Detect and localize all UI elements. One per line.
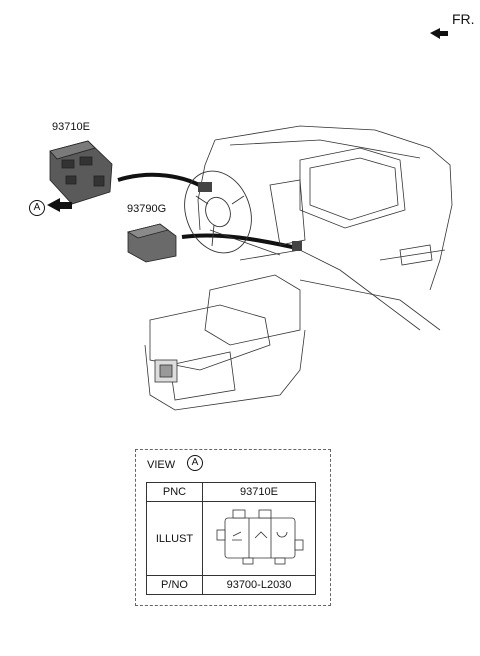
leader-93710e: [117, 172, 210, 192]
illust-cell: [202, 501, 316, 576]
installed-switch-center: [292, 241, 302, 251]
pnc-header: PNC: [146, 482, 203, 502]
pno-header: P/NO: [146, 575, 203, 595]
illust-header: ILLUST: [146, 501, 203, 576]
steering-wheel: [184, 170, 252, 254]
view-circle: A: [187, 455, 203, 471]
callout-a-circle: A: [29, 200, 45, 216]
front-label: FR.: [452, 11, 475, 27]
part-label-93710e: 93710E: [52, 121, 90, 133]
pno-value: 93700-L2030: [202, 575, 316, 595]
switch-93790g-part: [126, 223, 177, 263]
switch-93710e-part: [49, 140, 113, 205]
parts-table: PNC 93710E ILLUST: [146, 482, 316, 595]
switch-illustration: [216, 509, 304, 565]
installed-switch-left: [198, 182, 212, 192]
view-title: VIEW: [147, 459, 176, 471]
center-vents: [154, 359, 178, 383]
pnc-value: 93710E: [202, 482, 316, 502]
dashboard-outline: [144, 125, 453, 411]
view-a-panel: VIEW A PNC 93710E ILLUST: [135, 449, 331, 606]
view-a-arrow-icon: [47, 198, 72, 212]
front-arrow-icon: [430, 28, 448, 39]
part-label-93790g: 93790G: [127, 203, 167, 215]
